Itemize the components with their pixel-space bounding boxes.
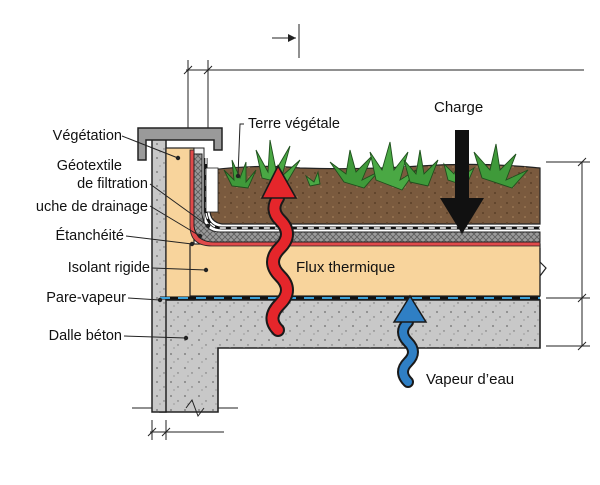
- concrete-slab: [159, 299, 541, 413]
- leader-dots: [157, 155, 241, 341]
- break-mark-right: [539, 248, 547, 296]
- heat-flow-arrow: [260, 164, 298, 337]
- vapor-arrow: [392, 294, 428, 388]
- load-arrow: [440, 130, 484, 234]
- label-rigid-insulation: Isolant rigide: [68, 260, 150, 276]
- label-heat-flow: Flux thermique: [296, 259, 395, 276]
- label-geotextile-2: de filtration: [77, 176, 148, 192]
- label-water-vapor: Vapeur d’eau: [426, 371, 514, 388]
- dimension-lines: [132, 24, 590, 440]
- gravel-strip: [205, 167, 219, 213]
- label-topsoil: Terre végétale: [248, 116, 340, 132]
- label-geotextile-1: Géotextile: [57, 158, 122, 174]
- rigid-insulation: [189, 243, 541, 297]
- label-vapor-barrier: Pare-vapeur: [46, 290, 126, 306]
- label-vegetation: Végétation: [53, 128, 122, 144]
- label-drainage: uche de drainage: [36, 199, 148, 215]
- label-concrete-slab: Dalle béton: [49, 328, 122, 344]
- leader-lines: [121, 123, 244, 339]
- label-waterproofing: Étanchéité: [55, 227, 124, 244]
- parapet-coping: [137, 127, 223, 161]
- label-load: Charge: [434, 99, 483, 116]
- labels: Végétation Géotextile de filtration uche…: [36, 99, 514, 388]
